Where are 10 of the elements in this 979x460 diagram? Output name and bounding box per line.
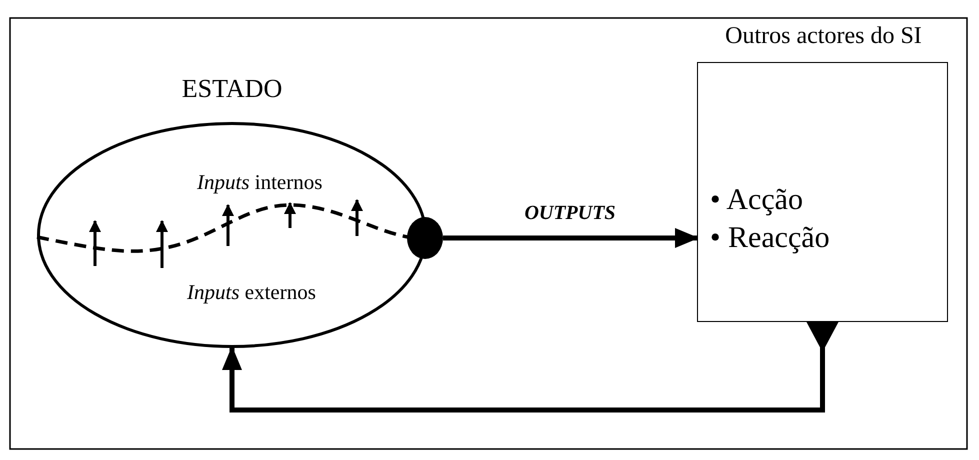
list-item: • Reacção — [710, 221, 831, 256]
edge-label: OUTPUTS — [523, 202, 617, 225]
feedback-arrow — [222, 322, 838, 412]
node-label: Inputs externos — [187, 280, 317, 304]
junction-dot — [407, 217, 443, 259]
node-heading: ESTADO — [180, 74, 284, 104]
list-item: • Acção — [710, 183, 804, 218]
node-label: Inputs internos — [197, 170, 324, 194]
arrow — [443, 228, 699, 248]
node-heading: Outros actores do SI — [724, 23, 923, 51]
